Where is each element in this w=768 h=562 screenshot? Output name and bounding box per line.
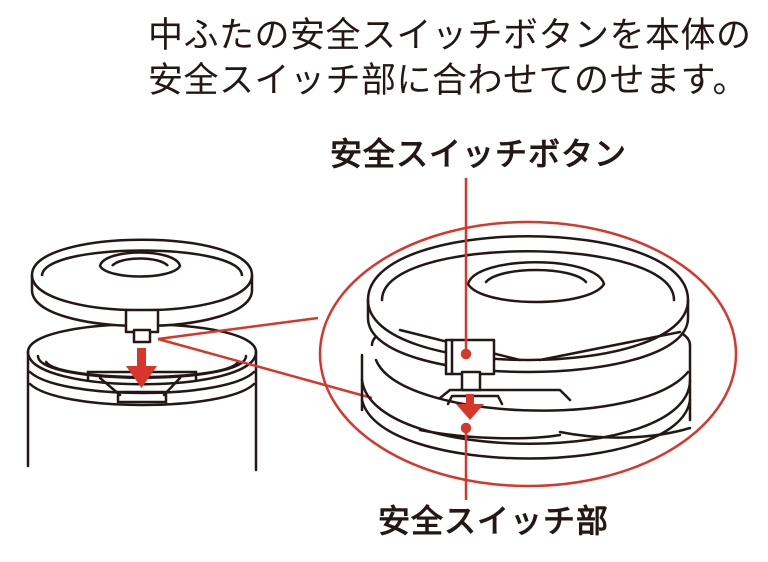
alignment-arrow-small [126,348,157,388]
instruction-text: 中ふたの安全スイッチボタンを本体の 安全スイッチ部に合わせてのせます。 [148,14,752,104]
instruction-line-2: 安全スイッチ部に合わせてのせます。 [148,61,749,101]
safety-switch-button-label: 安全スイッチボタン [330,135,628,173]
instruction-line-1: 中ふたの安全スイッチボタンを本体の [148,16,752,56]
zoomed-detail [360,235,692,460]
alignment-arrow-large [456,394,484,420]
leader-lines [460,178,472,500]
safety-switch-part-label: 安全スイッチ部 [378,502,610,540]
inner-lid-small [30,238,254,344]
zoom-callout [157,220,738,488]
bottle-body-small [26,323,258,472]
